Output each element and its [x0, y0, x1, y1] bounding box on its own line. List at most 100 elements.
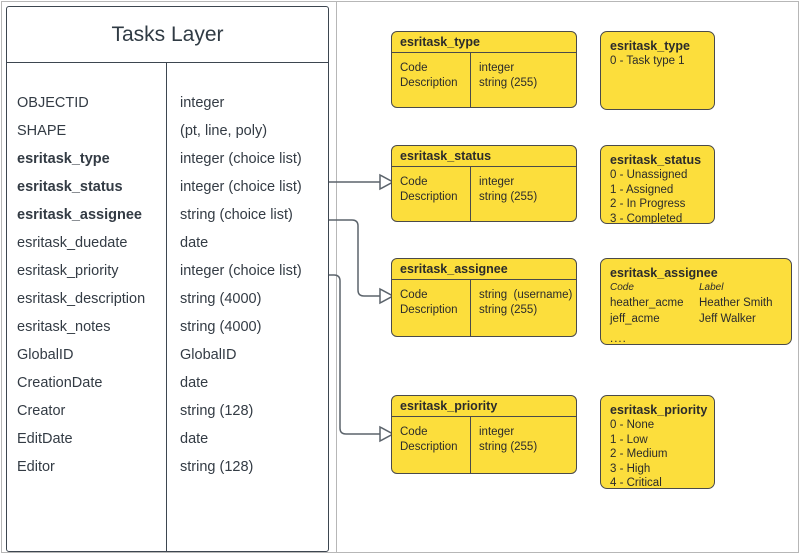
table-row: esritask_type integer (choice list) [7, 145, 328, 173]
domain-column-divider [470, 280, 472, 336]
value-box-esritask-type: esritask_type 0 - Task type 1 [600, 31, 715, 110]
domain-field-types: integer string (255) [479, 62, 538, 89]
field-name: EditDate [17, 431, 73, 447]
field-name: SHAPE [17, 123, 67, 139]
value-line: 0 - Unassigned [610, 169, 688, 181]
domain-body: Code Description string (username) strin… [392, 280, 576, 336]
value-line: 1 - Assigned [610, 183, 674, 196]
table-row: SHAPE (pt, line, poly) [7, 117, 328, 145]
table-row: EditDate date [7, 425, 328, 453]
value-label: Heather Smith [699, 297, 773, 309]
value-line: 3 - Completed [610, 212, 683, 224]
value-box-esritask-priority: esritask_priority 0 - None 1 - Low 2 - M… [600, 395, 715, 489]
field-name: esritask_assignee [17, 207, 142, 223]
field-name: OBJECTID [17, 95, 89, 111]
table-row: esritask_priority integer (choice list) [7, 257, 328, 285]
domain-column-divider [470, 53, 472, 107]
value-line: 1 - Low [610, 433, 648, 446]
table-row: esritask_notes string (4000) [7, 313, 328, 341]
table-row: jeff_acme Jeff Walker [610, 311, 782, 327]
value-code: heather_acme [610, 297, 684, 309]
value-line: 2 - Medium [610, 448, 668, 460]
field-name: Creator [17, 403, 66, 419]
field-name: esritask_duedate [17, 235, 128, 251]
field-name: Editor [17, 459, 55, 475]
domain-title: esritask_assignee [392, 259, 576, 280]
field-type: string (4000) [180, 319, 262, 335]
field-name: esritask_status [17, 179, 123, 195]
field-type: string (128) [180, 403, 254, 419]
field-name: GlobalID [17, 347, 74, 363]
table-row: esritask_assignee string (choice list) [7, 201, 328, 229]
tasks-layer-entity: Tasks Layer OBJECTID integer SHAPE (pt, … [6, 6, 329, 552]
entity-column-divider [166, 63, 168, 551]
value-grid-header: Code Label [610, 281, 782, 295]
value-line: 0 - None [610, 419, 655, 431]
field-type: string (choice list) [180, 207, 293, 223]
value-box-title: esritask_priority [610, 403, 708, 417]
field-type: integer [180, 95, 225, 111]
domain-body: Code Description integer string (255) [392, 417, 576, 473]
domain-field-names: Code Description [400, 289, 458, 316]
panel-divider [336, 1, 337, 553]
domain-column-divider [470, 417, 472, 473]
domain-body: Code Description integer string (255) [392, 53, 576, 107]
domain-field-types: integer string (255) [479, 176, 538, 203]
field-name: esritask_type [17, 151, 110, 167]
domain-body: Code Description integer string (255) [392, 167, 576, 221]
field-type: date [180, 375, 209, 391]
field-type: (pt, line, poly) [180, 123, 268, 139]
field-type: string (128) [180, 459, 254, 475]
value-ellipsis: .... [610, 333, 627, 345]
value-label: Jeff Walker [699, 313, 756, 325]
table-row: Creator string (128) [7, 397, 328, 425]
table-row: heather_acme Heather Smith [610, 295, 782, 311]
field-name: esritask_notes [17, 319, 111, 335]
value-box-title: esritask_type [610, 39, 690, 53]
value-box-title: esritask_assignee [610, 266, 718, 280]
table-row: esritask_description string (4000) [7, 285, 328, 313]
domain-field-types: integer string (255) [479, 426, 538, 453]
table-row: OBJECTID integer [7, 89, 328, 117]
domain-field-types: string (username) string (255) [479, 289, 573, 316]
domain-box-esritask-assignee: esritask_assignee Code Description strin… [391, 258, 577, 337]
field-name: esritask_description [17, 291, 146, 307]
domain-box-esritask-status: esritask_status Code Description integer… [391, 145, 577, 222]
domain-column-divider [470, 167, 472, 221]
value-box-esritask-status: esritask_status 0 - Unassigned 1 - Assig… [600, 145, 715, 224]
value-box-title: esritask_status [610, 153, 702, 167]
domain-field-names: Code Description [400, 62, 458, 89]
value-grid-header-label: Label [699, 282, 724, 293]
field-type: date [180, 431, 209, 447]
entity-body: OBJECTID integer SHAPE (pt, line, poly) … [7, 63, 328, 551]
table-row: esritask_duedate date [7, 229, 328, 257]
value-line: 3 - High [610, 462, 651, 475]
table-row: CreationDate date [7, 369, 328, 397]
field-type: integer (choice list) [180, 151, 302, 167]
field-name: esritask_priority [17, 263, 119, 279]
value-line: 2 - In Progress [610, 198, 686, 210]
field-list: OBJECTID integer SHAPE (pt, line, poly) … [7, 89, 328, 481]
domain-field-names: Code Description [400, 176, 458, 203]
domain-field-names: Code Description [400, 426, 458, 453]
field-type: integer (choice list) [180, 263, 302, 279]
domain-box-esritask-priority: esritask_priority Code Description integ… [391, 395, 577, 474]
value-box-esritask-assignee: esritask_assignee Code Label heather_acme… [600, 258, 792, 345]
table-row: GlobalID GlobalID [7, 341, 328, 369]
domain-box-esritask-type: esritask_type Code Description integer s… [391, 31, 577, 108]
table-row: esritask_status integer (choice list) [7, 173, 328, 201]
field-type: GlobalID [180, 347, 237, 363]
domain-title: esritask_status [392, 146, 576, 167]
field-type: date [180, 235, 209, 251]
domain-title: esritask_priority [392, 396, 576, 417]
field-type: integer (choice list) [180, 179, 302, 195]
value-line: 0 - Task type 1 [610, 55, 685, 67]
domain-title: esritask_type [392, 32, 576, 53]
field-type: string (4000) [180, 291, 262, 307]
value-code: jeff_acme [610, 313, 660, 325]
field-name: CreationDate [17, 375, 103, 391]
table-row: Editor string (128) [7, 453, 328, 481]
value-grid-header-code: Code [610, 282, 634, 293]
value-line: 4 - Critical [610, 477, 662, 489]
